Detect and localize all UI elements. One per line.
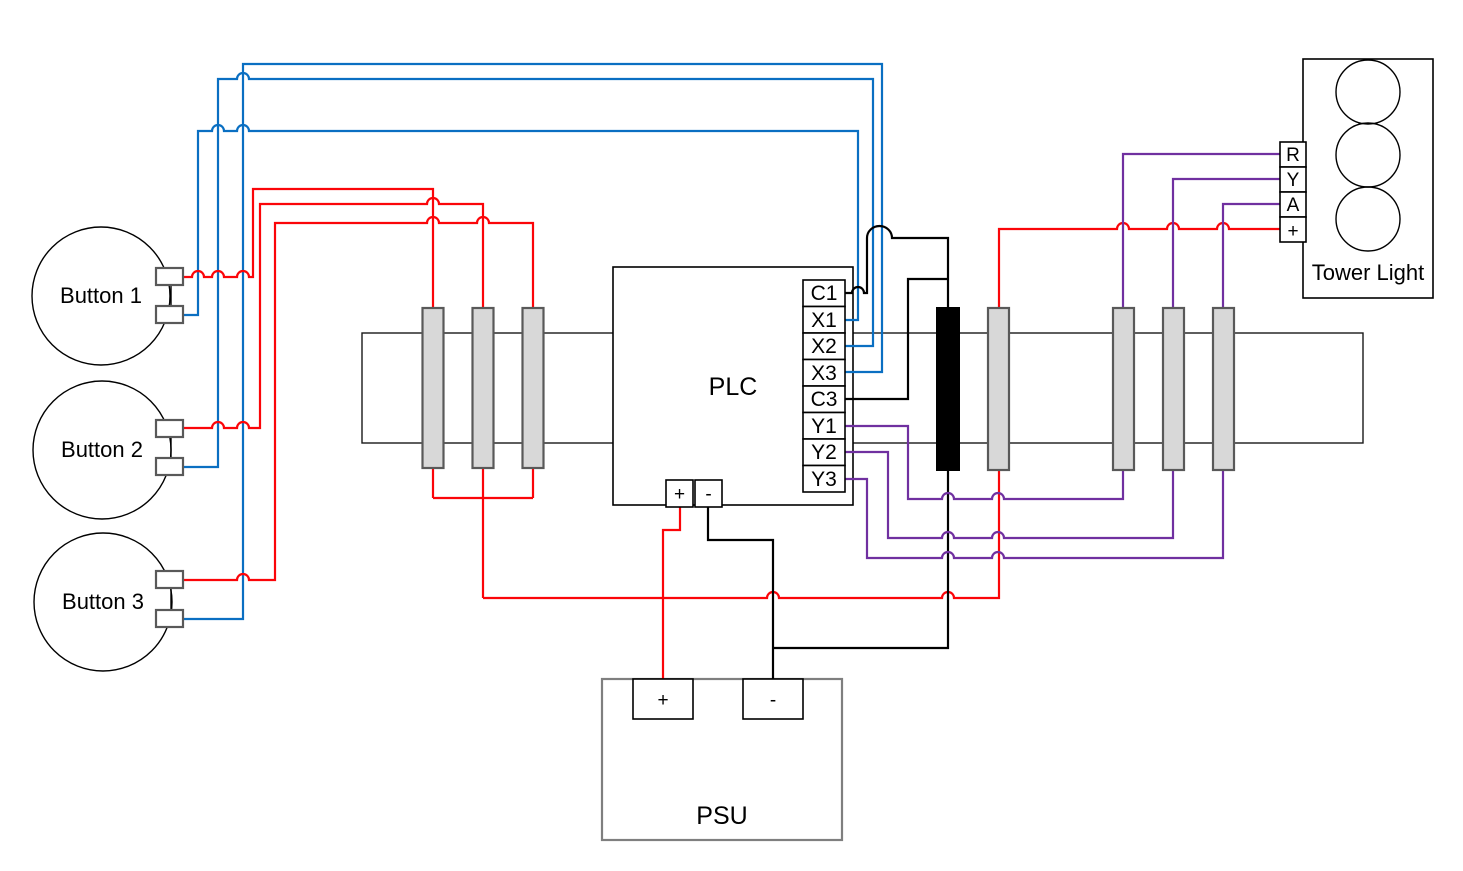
- wire-y2-tower-y: [845, 177, 1280, 540]
- plc-plus-label: +: [674, 484, 685, 505]
- plc-terminal-y1: [802, 411, 846, 440]
- plc-terminal-x2-label: X2: [811, 335, 837, 358]
- button-3-circle: [33, 532, 173, 672]
- cable-gland-right-2: [1161, 306, 1186, 472]
- tower-terminal-block: R Y A +: [1279, 141, 1307, 243]
- plc-terminal-c1-label: C1: [811, 282, 838, 305]
- tower-terminal-y-label: Y: [1287, 170, 1300, 191]
- cable-gland-left-2: [471, 306, 495, 470]
- plc-terminal-x1-label: X1: [811, 309, 837, 332]
- plc-label: PLC: [709, 373, 758, 401]
- wire-plc-plus-psu-plus: [661, 507, 682, 679]
- button-1: Button 1: [31, 226, 185, 366]
- mounting-rail: [361, 332, 1364, 444]
- plc-terminal-y2: [802, 438, 846, 467]
- plc-minus-label: -: [705, 484, 711, 505]
- plc-terminal-y3-label: Y3: [811, 468, 837, 491]
- cable-gland-mid: [986, 306, 1011, 472]
- tower-terminal-plus: [1279, 216, 1307, 243]
- button-3: Button 3: [33, 532, 185, 672]
- plc-terminal-x3-label: X3: [811, 362, 837, 385]
- psu-minus-label: -: [770, 690, 776, 711]
- plc-terminal-y2-label: Y2: [811, 441, 837, 464]
- tower-terminal-plus-label: +: [1287, 221, 1298, 242]
- button-1-terminal-no: [154, 266, 185, 287]
- tower-lamp-3: [1335, 186, 1401, 252]
- wire-button3-x3: [183, 62, 884, 621]
- cable-gland-left-1: [421, 306, 445, 470]
- plc-terminal-y1-label: Y1: [811, 415, 837, 438]
- button-2-label: Button 2: [61, 437, 143, 462]
- tower-terminal-y: [1279, 166, 1307, 193]
- plc-terminal-c1: [802, 279, 846, 308]
- wire-button1-x1: [183, 123, 860, 322]
- wire-button1-red: [183, 187, 435, 498]
- cable-gland-left-3: [521, 306, 545, 470]
- plc-terminal-c3: [802, 385, 846, 414]
- plc-plus-terminal: [665, 479, 694, 508]
- tower-terminal-a: [1279, 191, 1307, 218]
- wire-splice-stem: [773, 470, 950, 650]
- tower-terminal-r-label: R: [1286, 145, 1300, 166]
- splice-bar: [936, 307, 960, 471]
- wire-red-to-tower-plus: [483, 221, 1280, 600]
- wire-plc-minus-psu-minus: [706, 507, 775, 679]
- tower-light-label: Tower Light: [1312, 260, 1425, 285]
- cable-gland-right-3: [1211, 306, 1236, 472]
- plc-minus-terminal: [694, 479, 723, 508]
- tower-light-body: [1302, 58, 1434, 299]
- button-3-label: Button 3: [62, 589, 144, 614]
- psu-plus-terminal: [632, 678, 694, 720]
- button-1-circle: [31, 226, 171, 366]
- psu-minus-terminal: [742, 678, 804, 720]
- plc-terminal-x2: [802, 332, 846, 361]
- wire-c3-splice: [845, 277, 948, 401]
- wire-c1-splice: [845, 224, 950, 308]
- button-3-terminal-com: [154, 608, 185, 629]
- button-2-terminal-com: [154, 456, 185, 477]
- tower-terminal-r: [1279, 141, 1307, 168]
- cable-gland-right-1: [1111, 306, 1136, 472]
- wire-button2-red: [183, 196, 485, 598]
- button-3-terminal-no: [154, 569, 185, 590]
- wire-y1-tower-r: [845, 152, 1280, 501]
- button-2: Button 2: [32, 380, 185, 520]
- tower-lamp-1: [1335, 59, 1401, 125]
- button-2-terminal-no: [154, 418, 185, 439]
- button-1-label: Button 1: [60, 283, 142, 308]
- tower-terminal-a-label: A: [1287, 195, 1300, 216]
- button-1-terminal-com: [154, 304, 185, 325]
- wire-button3-red: [183, 215, 535, 582]
- psu-label: PSU: [696, 802, 747, 830]
- plc-terminal-c3-label: C3: [811, 388, 838, 411]
- psu-plus-label: +: [657, 690, 668, 711]
- plc-terminal-block: C1 X1 X2 X3 C3 Y1 Y2 Y3: [802, 279, 846, 493]
- wire-y3-tower-a: [845, 202, 1280, 560]
- plc-terminal-y3: [802, 464, 846, 493]
